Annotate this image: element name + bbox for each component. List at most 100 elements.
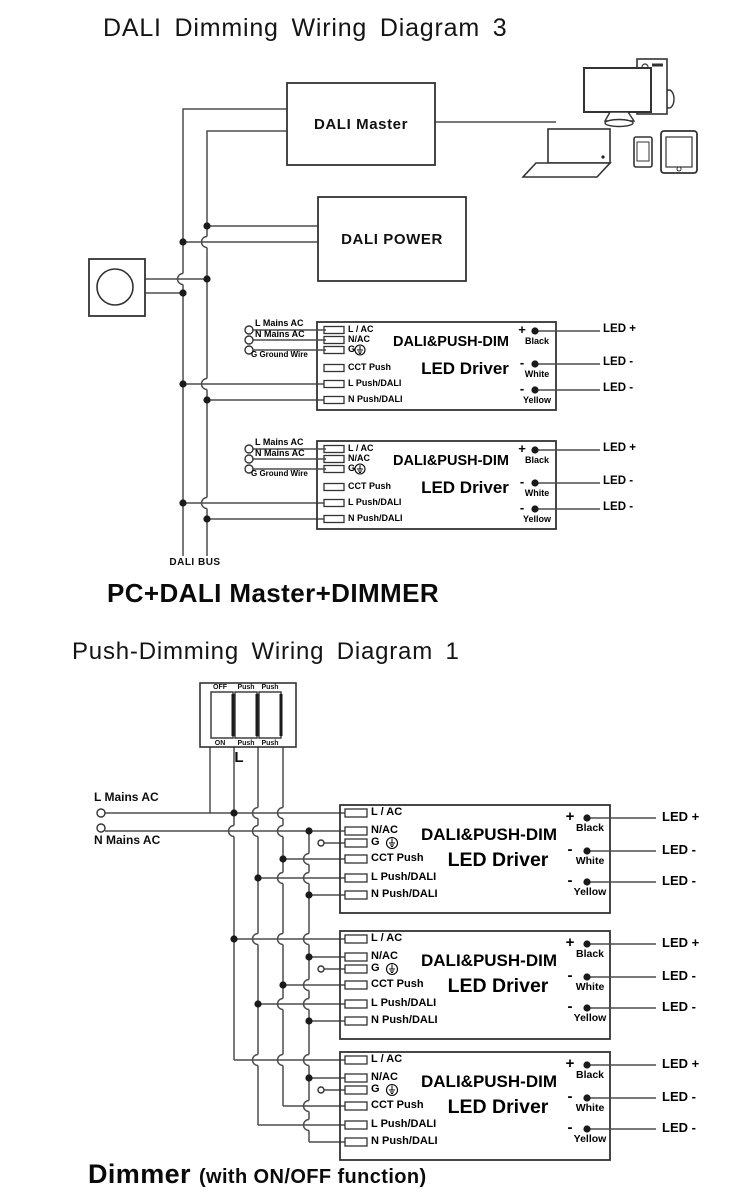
wire-color-label: Yellow	[573, 1012, 607, 1024]
polarity-sign: +	[518, 322, 526, 337]
terminal-pin	[344, 964, 368, 974]
mains-terminal-circle	[244, 464, 254, 474]
led-driver-box	[316, 440, 557, 530]
wire-hop	[302, 978, 310, 992]
terminal-label: N/AC	[371, 824, 398, 836]
terminal-label: N/AC	[371, 1071, 398, 1083]
output-terminal-dot	[583, 814, 591, 822]
junction-dot	[230, 935, 238, 943]
terminal-pin	[344, 854, 368, 864]
output-terminal-dot	[531, 327, 539, 335]
open-terminal-circle	[96, 823, 106, 833]
diagram1-title: DALI Dimming Wiring Diagram 3	[103, 14, 508, 42]
polarity-sign: -	[567, 841, 573, 858]
junction-dot	[203, 515, 211, 523]
rocker-switch	[234, 691, 258, 739]
junction-dot	[305, 827, 313, 835]
mains-terminal-circle	[244, 444, 254, 454]
switch-label-on: ON	[214, 740, 226, 747]
wire-color-label: White	[524, 488, 550, 498]
junction-dot	[279, 855, 287, 863]
open-terminal-circle	[317, 965, 325, 973]
junction-dot	[279, 981, 287, 989]
laptop-icon	[521, 128, 612, 178]
output-terminal-dot	[531, 386, 539, 394]
terminal-pin	[344, 890, 368, 900]
output-terminal-dot	[531, 446, 539, 454]
junction-dot	[203, 222, 211, 230]
dali-master-box	[286, 82, 436, 166]
terminal-pin	[323, 498, 345, 508]
g-ground-label: G Ground Wire	[251, 350, 308, 359]
terminal-label: G	[371, 962, 380, 974]
terminal-pin	[323, 325, 345, 335]
output-terminal-dot	[583, 1004, 591, 1012]
rocker-switch	[210, 691, 234, 739]
wire-hop	[200, 496, 208, 510]
wire-hop	[302, 852, 310, 866]
terminal-label: L Push/DALI	[371, 871, 437, 883]
terminal-pin	[323, 482, 345, 492]
switch-label-push-bottom-1: Push	[237, 740, 255, 747]
open-terminal-circle	[317, 839, 325, 847]
wire-color-label: White	[575, 981, 605, 993]
output-terminal-dot	[531, 360, 539, 368]
led-driver-box	[316, 321, 557, 411]
output-terminal-dot	[583, 878, 591, 886]
terminal-pin	[344, 873, 368, 883]
terminal-pin	[344, 952, 368, 962]
output-terminal-dot	[531, 505, 539, 513]
mains-terminal-circle	[244, 325, 254, 335]
polarity-sign: +	[565, 1055, 575, 1072]
terminal-pin	[323, 454, 345, 464]
ground-symbol-icon	[357, 465, 363, 473]
terminal-pin	[344, 808, 368, 818]
terminal-label: N/AC	[371, 950, 398, 962]
wire-hop	[200, 377, 208, 391]
monitor-icon	[583, 67, 652, 113]
polarity-sign: -	[519, 381, 525, 396]
wire-hop	[302, 1099, 310, 1113]
wire-color-label: Black	[524, 455, 550, 465]
dali-bus-label: DALI BUS	[169, 557, 221, 568]
switch-label-push-bottom-2: Push	[261, 740, 279, 747]
terminal-label: L Push/DALI	[348, 497, 402, 507]
polarity-sign: -	[567, 1088, 573, 1105]
terminal-pin	[344, 826, 368, 836]
ground-symbol-icon	[385, 1083, 399, 1097]
mains-terminal-circle	[244, 335, 254, 345]
wire-hop	[176, 272, 184, 286]
polarity-sign: -	[567, 872, 573, 889]
terminal-pin	[344, 1101, 368, 1111]
junction-dot	[179, 238, 187, 246]
terminal-pin	[344, 999, 368, 1009]
terminal-pin	[323, 363, 345, 373]
diagram2-caption: Dimmer(with ON/OFF function)	[88, 1161, 427, 1188]
polarity-sign: -	[567, 1119, 573, 1136]
terminal-label: N Push/DALI	[371, 888, 438, 900]
wire-color-label: White	[524, 369, 550, 379]
led-output-label: LED -	[603, 475, 634, 487]
terminal-label: L Push/DALI	[371, 1118, 437, 1130]
wire-hop	[276, 871, 284, 885]
wire-color-label: Black	[575, 822, 605, 834]
ground-symbol-icon	[354, 344, 366, 356]
driver-subtitle: LED Driver	[447, 1096, 549, 1118]
switch-label-off: OFF	[213, 684, 227, 691]
switched-live-label: L	[234, 749, 244, 766]
led-output-label: LED +	[662, 935, 700, 950]
wire-hop	[276, 1053, 284, 1067]
output-terminal-dot	[531, 479, 539, 487]
driver-title: DALI&PUSH-DIM	[393, 334, 509, 350]
wire-hop	[276, 997, 284, 1011]
g-ground-label: G Ground Wire	[251, 469, 308, 478]
l-mains-label: L Mains AC	[94, 790, 159, 804]
dali-master-label: DALI Master	[313, 115, 409, 133]
terminal-pin	[323, 464, 345, 474]
terminal-pin	[323, 379, 345, 389]
led-output-label: LED -	[603, 501, 634, 513]
wire-color-label: Yellow	[522, 514, 551, 524]
terminal-label: CCT Push	[371, 852, 424, 864]
